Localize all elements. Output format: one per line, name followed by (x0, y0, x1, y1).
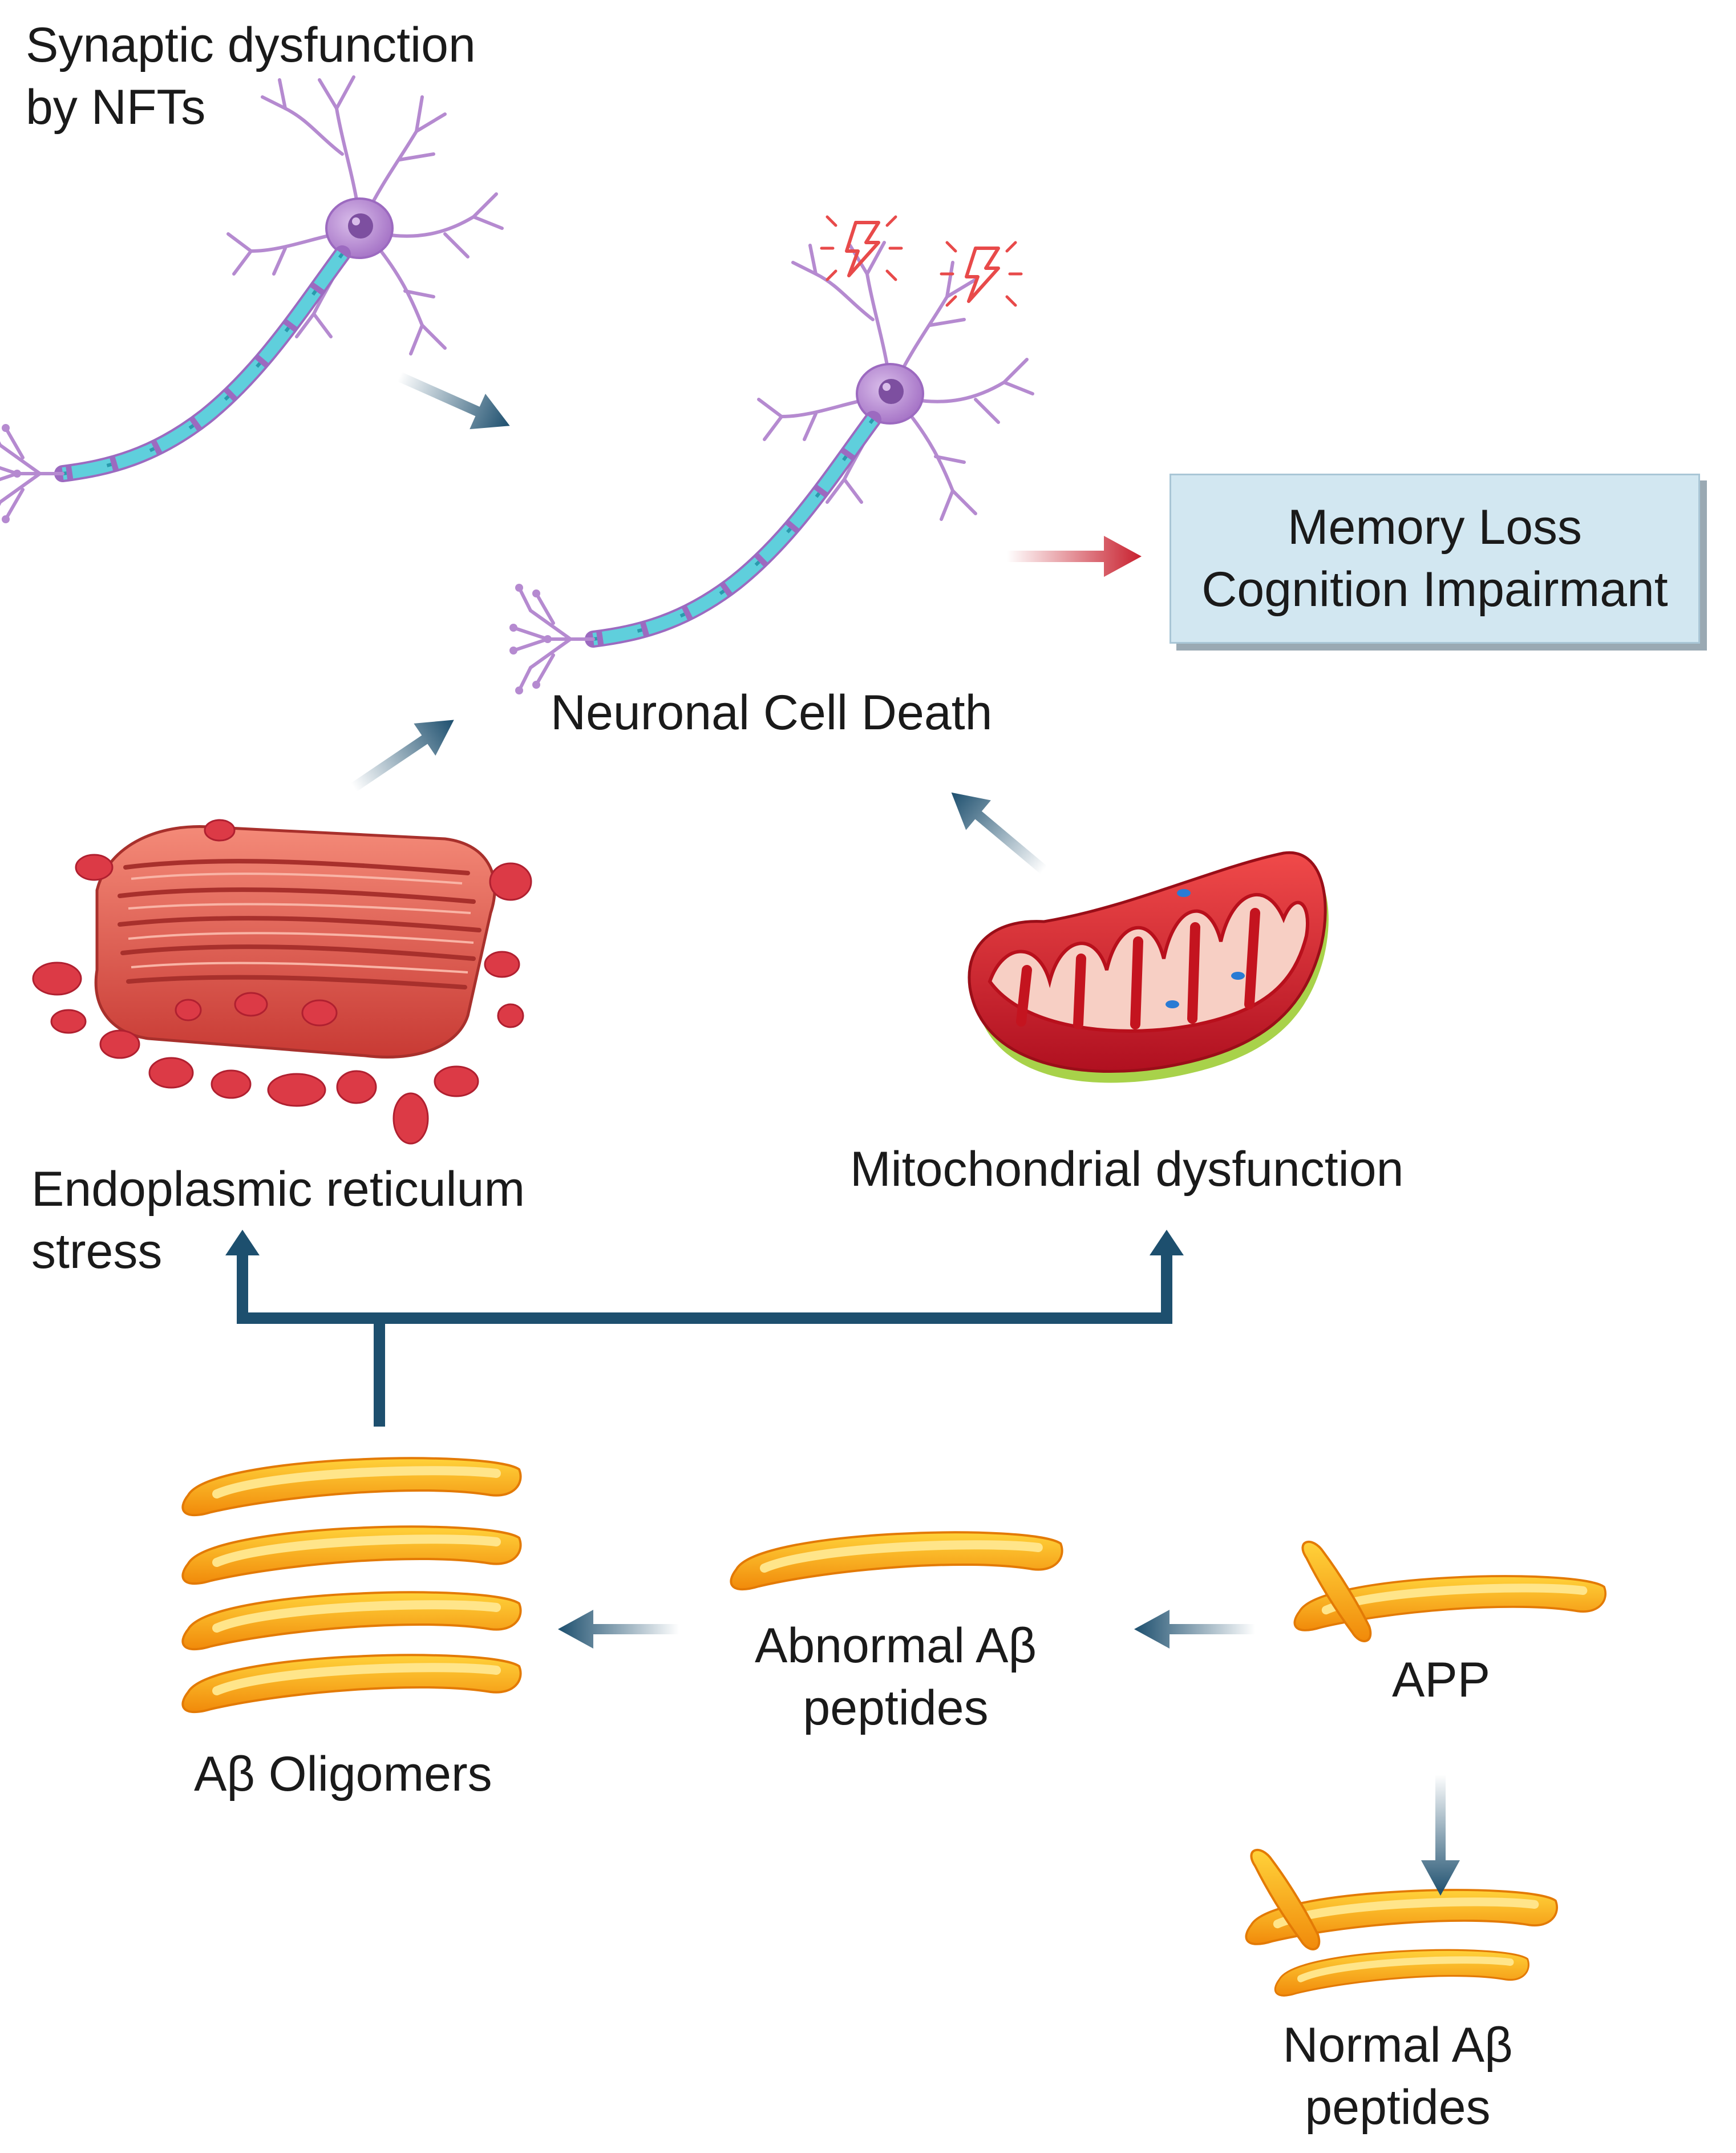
neuron-healthy-icon (0, 77, 502, 529)
oligomers-label: Aβ Oligomers (194, 1747, 492, 1801)
abnormal-peptide-icon (731, 1532, 1062, 1589)
arrowhead-mito (1150, 1230, 1184, 1255)
oligomers-icon (183, 1458, 520, 1712)
app-icon (1294, 1541, 1605, 1642)
neuronal-cell-death-label: Neuronal Cell Death (551, 685, 993, 740)
cognition-impairment-line: Cognition Impairmant (1201, 562, 1668, 617)
app-label: APP (1392, 1653, 1491, 1707)
arrow-to-memory-loss (1007, 536, 1142, 577)
abnormal-peptides-label: Abnormal Aβ peptides (754, 1618, 1037, 1736)
er-stress-label: Endoplasmic reticulum stress (31, 1162, 525, 1279)
mitochondrial-dysfunction-label: Mitochondrial dysfunction (850, 1142, 1404, 1197)
arrow-mito-to-death (938, 777, 1057, 886)
memory-loss-line: Memory Loss (1287, 499, 1583, 555)
normal-peptides-icon (1246, 1849, 1557, 1996)
arrow-er-to-death (342, 704, 465, 804)
mitochondrion-icon (968, 851, 1329, 1083)
endoplasmic-reticulum-icon (32, 819, 532, 1145)
arrowhead-er (225, 1230, 260, 1255)
connector-oligomers-to-stress (237, 1253, 1172, 1427)
arrow-abnormal-to-oligomers (558, 1610, 679, 1649)
normal-peptides-label: Normal Aβ peptides (1282, 2018, 1513, 2135)
arrow-app-to-abnormal (1134, 1610, 1255, 1649)
lightning-icon (941, 243, 1021, 305)
arrow-app-to-normal (1421, 1775, 1460, 1896)
synaptic-dysfunction-label: Synaptic dysfunction by NFTs (26, 18, 476, 135)
neuron-dying-icon (509, 243, 1033, 694)
lightning-icon (822, 217, 901, 280)
arrow-synaptic-to-death (391, 358, 518, 444)
memory-loss-box: Memory Loss Cognition Impairmant (1170, 474, 1700, 644)
